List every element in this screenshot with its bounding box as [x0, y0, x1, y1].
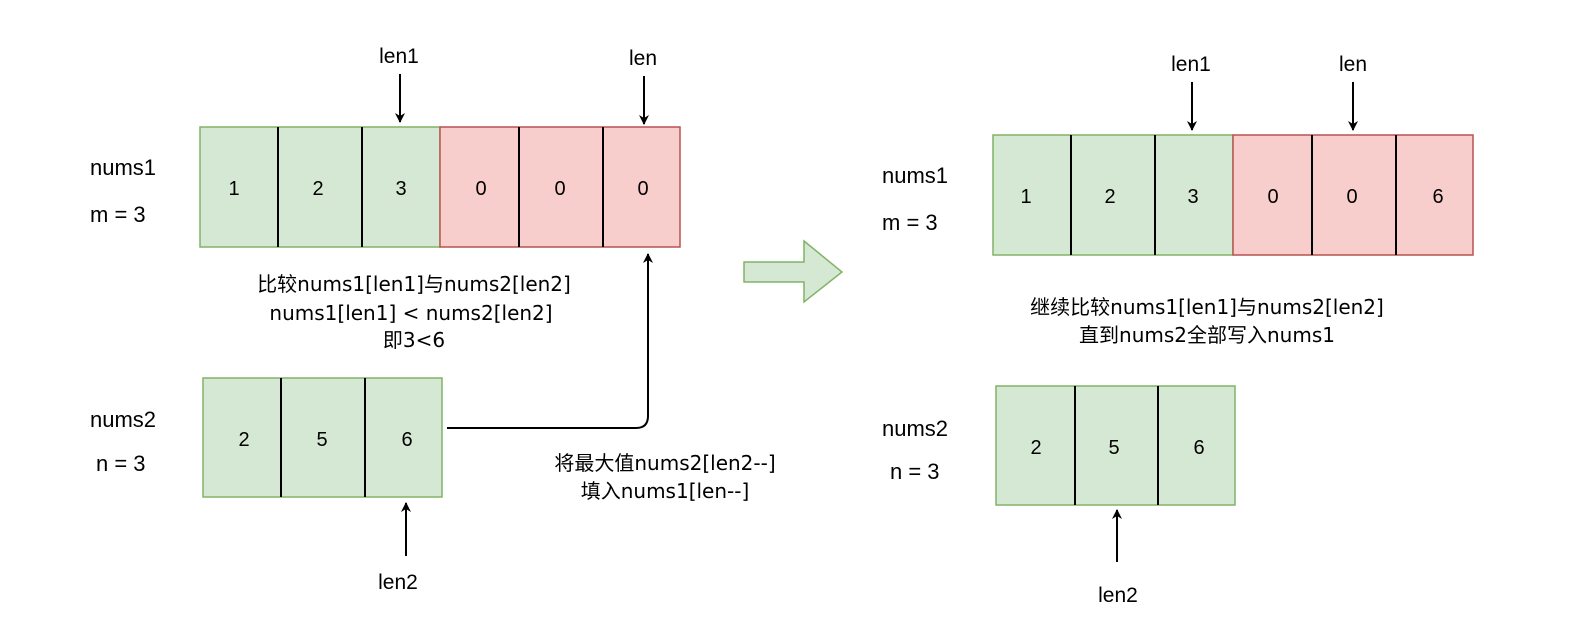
array-cell-value: 0 — [1267, 186, 1278, 208]
array-cell-value: 6 — [1432, 186, 1443, 208]
left-compare-caption-line: 即3<6 — [383, 328, 445, 352]
left-nums1-green-segment — [199, 126, 441, 248]
array-cell-value: 3 — [395, 178, 406, 200]
left-len2-label: len2 — [378, 571, 418, 594]
right-nums2-size: n = 3 — [890, 459, 940, 484]
right-nums2-name: nums2 — [882, 416, 948, 441]
array-cell-value: 6 — [401, 429, 412, 451]
left-compare-caption-line: nums1[len1] < nums2[len2] — [269, 301, 552, 325]
right-panel: nums1 m = 3 1 2 3 0 0 6 len1 len 继续比较num… — [882, 53, 1474, 607]
left-len-label: len — [629, 47, 657, 70]
right-nums2-array: 2 5 6 — [995, 385, 1236, 506]
left-nums1-array: 1 2 3 0 0 0 — [199, 126, 681, 248]
left-nums2-size: n = 3 — [96, 451, 146, 476]
right-nums1-array: 1 2 3 0 0 6 — [992, 134, 1474, 256]
right-len-label: len — [1339, 53, 1367, 76]
fill-connector-arrow-icon — [447, 253, 653, 429]
array-cell-value: 6 — [1193, 437, 1204, 459]
fill-note-line: 填入nums1[len--] — [581, 479, 750, 503]
left-len1-label: len1 — [379, 45, 419, 68]
left-nums1-size: m = 3 — [90, 202, 146, 227]
left-nums1-name: nums1 — [90, 155, 156, 180]
block-right-arrow-icon — [743, 239, 844, 304]
array-cell-value: 3 — [1187, 186, 1198, 208]
right-caption-line: 直到nums2全部写入nums1 — [1079, 323, 1335, 347]
array-cell-value: 2 — [312, 178, 323, 200]
array-cell-value: 2 — [1104, 186, 1115, 208]
right-nums2-segment — [995, 385, 1236, 506]
array-cell-value: 2 — [1030, 437, 1041, 459]
right-nums1-name: nums1 — [882, 163, 948, 188]
array-cell-value: 1 — [228, 178, 239, 200]
right-len1-label: len1 — [1171, 53, 1211, 76]
array-cell-value: 0 — [554, 178, 565, 200]
left-panel: nums1 m = 3 1 2 3 0 0 0 len1 len 比较nums1… — [90, 45, 776, 594]
left-compare-caption-line: 比较nums1[len1]与nums2[len2] — [257, 272, 571, 296]
array-cell-value: 5 — [1108, 437, 1119, 459]
array-cell-value: 2 — [238, 429, 249, 451]
right-nums1-green-segment — [992, 134, 1234, 256]
left-nums2-name: nums2 — [90, 407, 156, 432]
array-cell-value: 1 — [1020, 186, 1031, 208]
array-cell-value: 0 — [475, 178, 486, 200]
array-cell-value: 5 — [316, 429, 327, 451]
right-nums1-size: m = 3 — [882, 210, 938, 235]
right-len2-label: len2 — [1098, 584, 1138, 607]
left-nums2-segment — [202, 377, 443, 498]
right-caption-line: 继续比较nums1[len1]与nums2[len2] — [1030, 295, 1384, 319]
left-nums1-red-segment — [439, 126, 681, 248]
left-nums2-array: 2 5 6 — [202, 377, 443, 498]
fill-note-line: 将最大值nums2[len2--] — [554, 451, 775, 475]
right-nums1-red-segment — [1232, 134, 1474, 256]
array-cell-value: 0 — [1346, 186, 1357, 208]
array-cell-value: 0 — [637, 178, 648, 200]
